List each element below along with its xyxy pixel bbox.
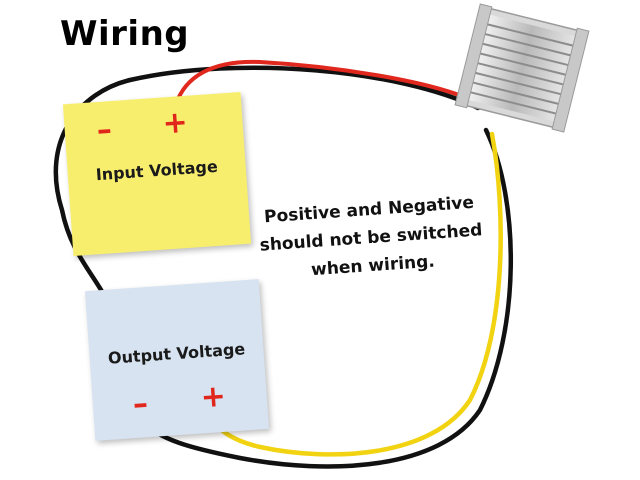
input-minus-sign: – <box>95 112 114 149</box>
polarity-warning-note: Positive and Negative should not be swit… <box>249 188 492 288</box>
input-voltage-box: – + Input Voltage <box>62 91 252 257</box>
input-plus-sign: + <box>161 104 189 142</box>
output-plus-sign: + <box>199 378 228 416</box>
negative-wire <box>53 65 481 298</box>
page-title: Wiring <box>60 14 190 54</box>
input-voltage-label: Input Voltage <box>95 156 219 185</box>
output-positive-wire <box>205 131 503 457</box>
output-voltage-box: Output Voltage – + <box>84 279 270 441</box>
input-positive-wire <box>174 59 478 106</box>
negative-output-wire <box>137 127 513 469</box>
output-voltage-label: Output Voltage <box>107 339 246 368</box>
output-minus-sign: – <box>131 386 150 423</box>
dc-dc-converter-heatsink-icon <box>454 3 590 133</box>
